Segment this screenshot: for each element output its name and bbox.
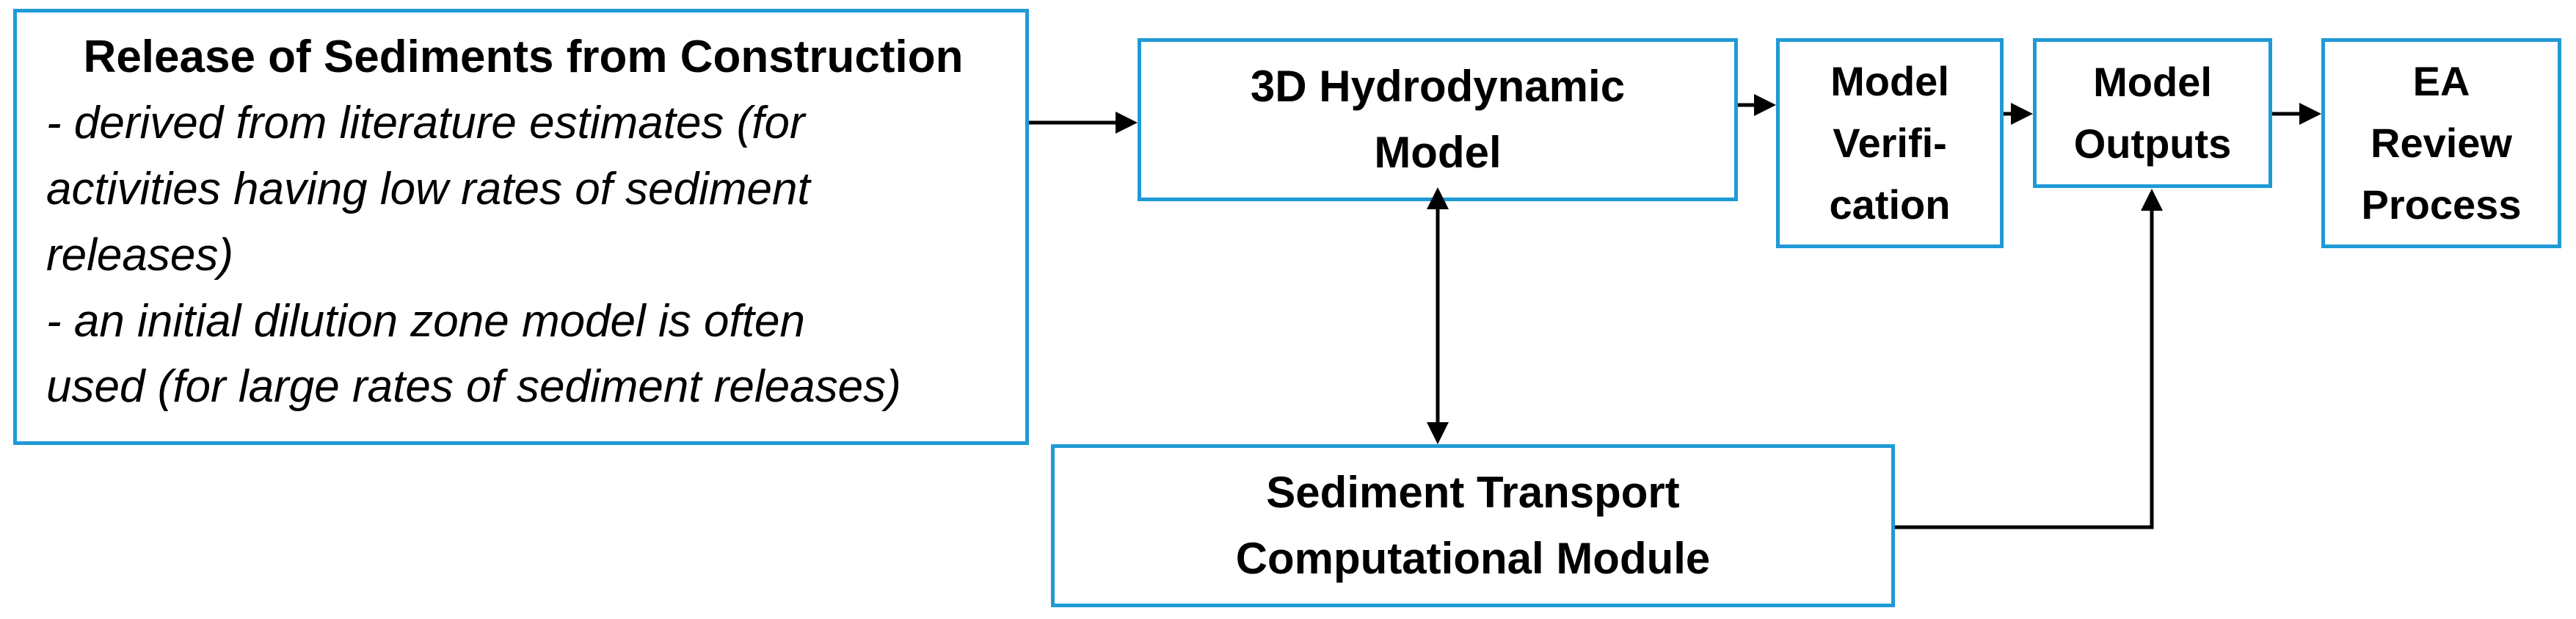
- release-bullet-line: - derived from literature estimates (for: [46, 97, 805, 148]
- ea-review-label-line: Process: [2361, 181, 2522, 228]
- hydrodynamic-model-label-line: Model: [1374, 128, 1502, 177]
- release-bullet-line: - an initial dilution zone model is ofte…: [46, 295, 805, 347]
- model-outputs-label-line: Model: [2093, 59, 2212, 105]
- release-bullet-line: releases): [46, 229, 233, 280]
- ea-review-label-line: EA: [2412, 58, 2470, 104]
- model-outputs-box: Model Outputs: [2033, 38, 2272, 188]
- release-of-sediments-box: Release of Sediments from Construction -…: [13, 9, 1029, 445]
- hydrodynamic-model-label-line: 3D Hydrodynamic: [1250, 62, 1626, 111]
- model-verification-label-line: Verifi-: [1833, 120, 1947, 166]
- release-box-title: Release of Sediments from Construction: [83, 32, 964, 82]
- release-bullet-line: activities having low rates of sediment: [46, 163, 810, 214]
- model-verification-box: Model Verifi- cation: [1776, 38, 2004, 248]
- model-verification-label-line: cation: [1829, 181, 1951, 228]
- release-bullet-line: used (for large rates of sediment releas…: [46, 361, 901, 413]
- model-outputs-label-line: Outputs: [2073, 120, 2232, 167]
- model-verification-label-line: Model: [1830, 58, 1949, 104]
- ea-review-label-line: Review: [2371, 120, 2512, 166]
- hydrodynamic-model-box: 3D Hydrodynamic Model: [1138, 38, 1738, 201]
- ea-review-process-box: EA Review Process: [2321, 38, 2561, 248]
- sediment-transport-label-line: Sediment Transport: [1266, 468, 1680, 517]
- sediment-transport-module-box: Sediment Transport Computational Module: [1051, 444, 1895, 607]
- sediment-transport-label-line: Computational Module: [1235, 534, 1711, 583]
